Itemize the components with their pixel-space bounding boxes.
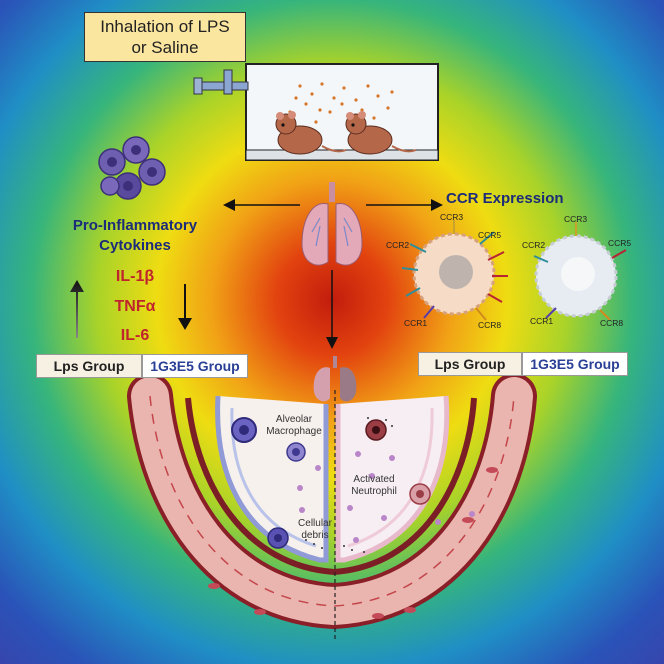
g3-ccr8-label: CCR8 — [600, 318, 624, 328]
inhalation-box: Inhalation of LPS or Saline — [84, 12, 246, 62]
receptors-lps — [401, 220, 508, 321]
macrophage-cells — [231, 417, 306, 549]
mouse-2 — [345, 111, 417, 155]
cell-lps — [412, 232, 496, 316]
alveolus-right — [335, 395, 450, 563]
red-blood-cells — [208, 467, 498, 619]
down-arrow-icon — [178, 284, 192, 330]
right-1g3e5-group: 1G3E5 Group — [522, 352, 628, 376]
cytokine-cluster-icon — [98, 136, 166, 200]
macrophage-line-2: Macrophage — [266, 426, 322, 437]
lps-ccr5-label: CCR5 — [478, 230, 502, 240]
cytokine-il1b: IL-1β — [115, 268, 155, 285]
lungs-icon — [301, 182, 363, 266]
lps-ccr8-label: CCR8 — [478, 320, 502, 330]
debris-line-1: Cellular — [298, 518, 332, 529]
blood-vessel — [127, 373, 537, 630]
lps-ccr3-label: CCR3 — [440, 212, 464, 222]
debris-line-2: debris — [301, 530, 329, 541]
g3-ccr5-label: CCR5 — [608, 238, 632, 248]
small-lungs-icon — [313, 356, 357, 402]
receptors-1g3e5 — [533, 222, 627, 321]
cytokine-tnfa: TNFα — [114, 298, 156, 315]
pro-inflammatory-line-1: Pro-Inflammatory — [72, 217, 198, 234]
lps-ccr1-label: CCR1 — [404, 318, 428, 328]
left-lps-group: Lps Group — [36, 354, 142, 378]
mouse-1 — [275, 111, 347, 155]
pro-inflammatory-line-2: Cytokines — [99, 237, 171, 254]
debris-dots — [305, 417, 393, 553]
macrophage-label: Alveolar Macrophage — [264, 414, 324, 438]
neutrophil-line-1: Activated — [353, 474, 395, 485]
debris-particles — [297, 451, 475, 543]
neutrophil-line-2: Neutrophil — [351, 486, 397, 497]
inhalation-line-2: or Saline — [131, 38, 199, 57]
cell-1g3e5 — [534, 234, 618, 318]
g3-ccr3-label: CCR3 — [564, 214, 588, 224]
inhalation-line-1: Inhalation of LPS — [100, 17, 230, 36]
neutrophil-cells — [365, 419, 431, 505]
inhalation-chamber — [193, 63, 439, 161]
cytokine-il6: IL-6 — [120, 327, 150, 344]
left-1g3e5-group: 1G3E5 Group — [142, 354, 248, 378]
pro-inflammatory-title: Pro-Inflammatory Cytokines — [60, 216, 210, 256]
up-arrow-icon — [70, 280, 84, 338]
neutrophil-label: Activated Neutrophil — [344, 474, 404, 498]
right-lps-group: Lps Group — [418, 352, 522, 376]
ccr-expression-title: CCR Expression — [446, 190, 564, 207]
lps-ccr2-label: CCR2 — [386, 240, 410, 250]
g3-ccr1-label: CCR1 — [530, 316, 554, 326]
g3-ccr2-label: CCR2 — [522, 240, 546, 250]
macrophage-line-1: Alveolar — [275, 414, 313, 425]
debris-label: Cellular debris — [290, 518, 340, 542]
